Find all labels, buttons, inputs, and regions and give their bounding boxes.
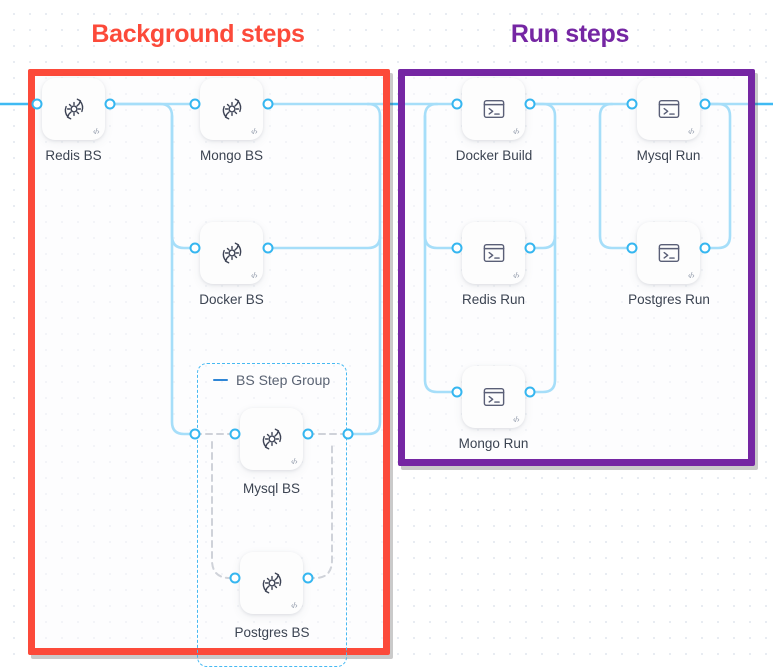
terminal-icon	[658, 99, 679, 119]
code-icon: ‹/›	[512, 415, 520, 424]
code-icon: ‹/›	[687, 271, 695, 280]
section-title-run-steps: Run steps	[510, 20, 630, 48]
code-icon: ‹/›	[290, 601, 298, 610]
collapse-dash-icon[interactable]	[213, 378, 228, 382]
section-title-background-steps: Background steps	[91, 20, 305, 48]
code-icon: ‹/›	[687, 127, 695, 136]
section-frame-run-steps	[398, 69, 755, 466]
node-postgres-bs[interactable]: ‹/›	[240, 552, 303, 614]
node-label-docker-build: Docker Build	[455, 148, 533, 163]
node-label-postgres-bs: Postgres BS	[234, 625, 310, 640]
terminal-icon	[483, 243, 504, 263]
port-docker-build-out[interactable]	[524, 98, 536, 110]
port-mongo-run-out[interactable]	[524, 386, 536, 398]
gear-sync-icon	[64, 98, 83, 120]
node-label-mysql-run: Mysql Run	[636, 148, 701, 163]
node-mysql-bs[interactable]: ‹/›	[240, 408, 303, 470]
code-icon: ‹/›	[250, 271, 258, 280]
terminal-icon	[658, 243, 679, 263]
port-mongo-run-in[interactable]	[451, 386, 463, 398]
node-mysql-run[interactable]: ‹/›	[637, 78, 700, 140]
node-docker-bs[interactable]: ‹/›	[200, 222, 263, 284]
port-redis-run-out[interactable]	[524, 242, 536, 254]
port-mongo-bs-in[interactable]	[189, 98, 201, 110]
bs-step-group-label: BS Step Group	[236, 372, 331, 388]
bs-step-group-header[interactable]: BS Step Group	[213, 372, 330, 388]
section-frame-background-steps	[28, 69, 390, 655]
port-postgres-bs-in[interactable]	[229, 572, 241, 584]
port-postgres-bs-out[interactable]	[302, 572, 314, 584]
port-docker-bs-out[interactable]	[262, 242, 274, 254]
code-icon: ‹/›	[92, 127, 100, 136]
node-redis-run[interactable]: ‹/›	[462, 222, 525, 284]
node-label-postgres-run: Postgres Run	[628, 292, 710, 307]
node-label-mongo-run: Mongo Run	[458, 436, 529, 451]
node-mongo-run[interactable]: ‹/›	[462, 366, 525, 428]
port-mysql-run-in[interactable]	[626, 98, 638, 110]
node-label-redis-run: Redis Run	[461, 292, 526, 307]
code-icon: ‹/›	[250, 127, 258, 136]
node-postgres-run[interactable]: ‹/›	[637, 222, 700, 284]
port-step-group-in[interactable]	[189, 428, 201, 440]
node-label-mysql-bs: Mysql BS	[242, 481, 300, 496]
port-mysql-bs-out[interactable]	[302, 428, 314, 440]
port-redis-run-in[interactable]	[451, 242, 463, 254]
port-postgres-run-out[interactable]	[699, 242, 711, 254]
node-redis-bs[interactable]: ‹/›	[42, 78, 105, 140]
port-docker-bs-in[interactable]	[189, 242, 201, 254]
code-icon: ‹/›	[512, 271, 520, 280]
port-mysql-run-out[interactable]	[699, 98, 711, 110]
node-docker-build[interactable]: ‹/›	[462, 78, 525, 140]
port-docker-build-in[interactable]	[451, 98, 463, 110]
gear-sync-icon	[262, 428, 281, 450]
gear-sync-icon	[222, 98, 241, 120]
gear-sync-icon	[262, 572, 281, 594]
port-mysql-bs-in[interactable]	[229, 428, 241, 440]
terminal-icon	[483, 387, 504, 407]
port-redis-bs-out[interactable]	[104, 98, 116, 110]
port-postgres-run-in[interactable]	[626, 242, 638, 254]
code-icon: ‹/›	[512, 127, 520, 136]
node-label-redis-bs: Redis BS	[45, 148, 102, 163]
node-label-docker-bs: Docker BS	[199, 292, 264, 307]
port-mongo-bs-out[interactable]	[262, 98, 274, 110]
node-mongo-bs[interactable]: ‹/›	[200, 78, 263, 140]
terminal-icon	[483, 99, 504, 119]
port-redis-bs-in[interactable]	[31, 98, 43, 110]
port-step-group-out[interactable]	[342, 428, 354, 440]
gear-sync-icon	[222, 242, 241, 264]
code-icon: ‹/›	[290, 457, 298, 466]
node-label-mongo-bs: Mongo BS	[199, 148, 264, 163]
